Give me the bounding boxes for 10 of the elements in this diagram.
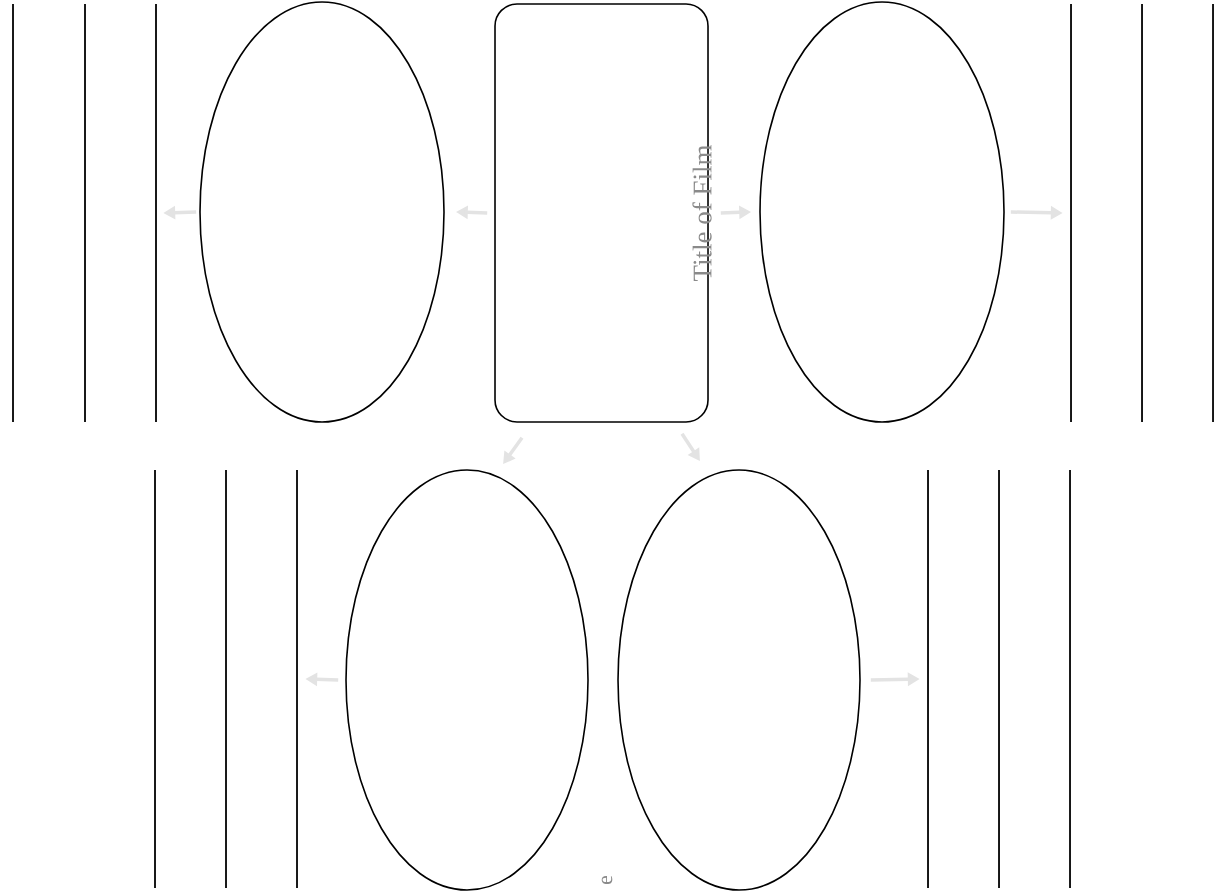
ellipse bbox=[199, 1, 445, 423]
writing-lines bbox=[12, 3, 157, 423]
writing-lines bbox=[1070, 3, 1214, 423]
ellipse bbox=[759, 1, 1005, 423]
rotated-text: e bbox=[601, 875, 613, 884]
writing-lines bbox=[154, 469, 298, 889]
writing-lines bbox=[927, 469, 1071, 889]
ellipse bbox=[345, 469, 589, 891]
ellipse bbox=[617, 469, 861, 891]
title-box: Title of Film bbox=[494, 3, 712, 423]
